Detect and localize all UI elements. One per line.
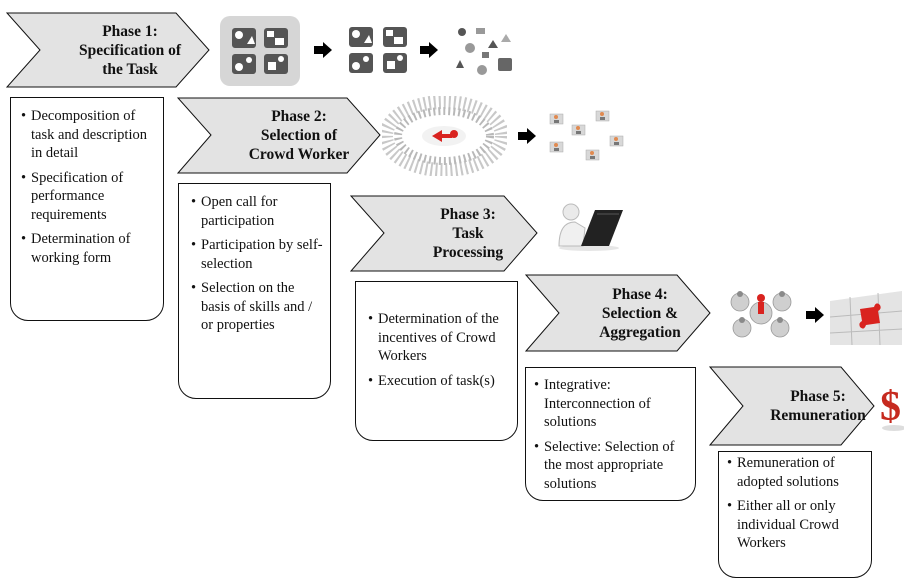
phase-5-chevron: Phase 5: Remuneration (709, 366, 875, 446)
phase-1-chevron: Phase 1: Specification of the Task (6, 12, 210, 88)
phase-3-item: Determination of the incentives of Crowd… (368, 310, 513, 366)
chevron-shape (525, 274, 711, 352)
person-laptop-icon (553, 200, 625, 252)
arrow-right-icon (420, 42, 438, 63)
phase-1-item: Specification of performance requirement… (21, 169, 157, 225)
phase-2-box: Open call for participation Participatio… (178, 183, 331, 399)
phase-2-chevron: Phase 2: Selection of Crowd Worker (177, 97, 381, 174)
chevron-shape (177, 97, 381, 174)
task-blocks-split-icon (347, 24, 411, 76)
phase-3-box: Determination of the incentives of Crowd… (355, 281, 518, 441)
phase-2-item: Participation by self-selection (191, 236, 324, 273)
phase-4-title: Phase 4: Selection & Aggregation (599, 285, 681, 341)
chevron-shape (6, 12, 210, 88)
phase-1-list: Decomposition of task and description in… (21, 107, 157, 267)
phase-1-item: Decomposition of task and description in… (21, 107, 157, 163)
phase-5-box: Remuneration of adopted solutions Either… (718, 451, 872, 578)
scattered-shapes-icon (452, 26, 516, 76)
chevron-shape (350, 195, 538, 272)
phase-3-list: Determination of the incentives of Crowd… (368, 310, 513, 390)
phase-1-box: Decomposition of task and description in… (10, 97, 164, 321)
phase-4-list: Integrative: Interconnection of solution… (534, 376, 691, 493)
dollar-sign-icon: $ (878, 380, 904, 432)
task-blocks-icon (220, 16, 300, 86)
workers-icon (548, 108, 630, 168)
crowd-icon (379, 95, 509, 177)
phase-4-box: Integrative: Interconnection of solution… (525, 367, 696, 501)
arrow-right-icon (518, 128, 536, 149)
phase-2-list: Open call for participation Participatio… (191, 193, 324, 335)
phase-5-item: Remuneration of adopted solutions (727, 454, 867, 491)
phase-4-item: Selective: Selection of the most appropr… (534, 438, 691, 494)
phase-3-item: Execution of task(s) (368, 372, 513, 391)
phase-4-chevron: Phase 4: Selection & Aggregation (525, 274, 711, 352)
gears-team-icon (720, 282, 802, 344)
phase-5-item: Either all or only individual Crowd Work… (727, 497, 867, 553)
phase-2-title: Phase 2: Selection of Crowd Worker (248, 108, 350, 163)
phase-2-item: Open call for participation (191, 193, 324, 230)
arrow-right-icon (314, 42, 332, 63)
chevron-shape (709, 366, 875, 446)
phase-5-title: Phase 5: Remuneration (770, 388, 866, 424)
puzzle-icon (829, 287, 903, 346)
phase-3-title: Phase 3: Task Processing (432, 206, 504, 261)
phase-3-chevron: Phase 3: Task Processing (350, 195, 538, 272)
phase-2-item: Selection on the basis of skills and / o… (191, 279, 324, 335)
svg-text:$: $ (880, 384, 901, 430)
phase-4-item: Integrative: Interconnection of solution… (534, 376, 691, 432)
phase-1-title: Phase 1: Specification of the Task (78, 22, 182, 78)
phase-5-list: Remuneration of adopted solutions Either… (727, 454, 867, 553)
arrow-right-icon (806, 307, 824, 328)
phase-1-item: Determination of working form (21, 230, 157, 267)
